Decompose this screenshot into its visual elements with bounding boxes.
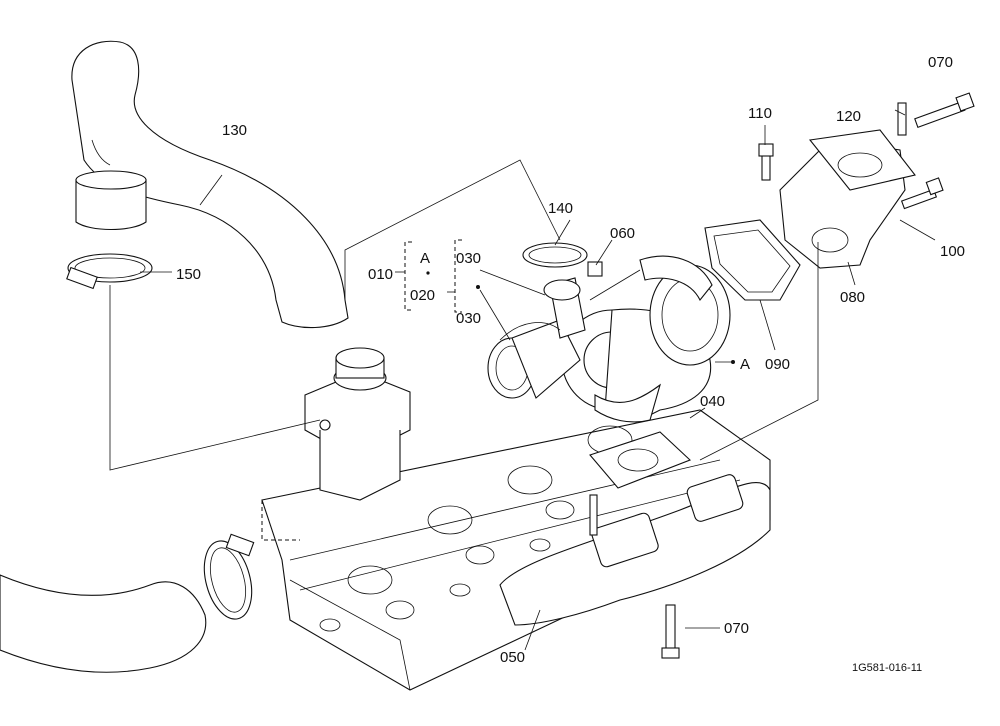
callout-090: 090	[765, 356, 790, 373]
stud-050	[589, 494, 598, 536]
gasket-040	[589, 431, 692, 489]
callout-030-upper: 030	[456, 250, 481, 267]
callout-120: 120	[836, 108, 861, 125]
bolt-070-upper	[914, 92, 975, 129]
intake-hose-130	[71, 40, 349, 329]
nut-060	[587, 261, 603, 277]
callout-080: 080	[840, 289, 865, 306]
gasket-090	[704, 219, 801, 301]
group-bracket	[395, 239, 735, 364]
callout-150: 150	[176, 266, 201, 283]
callout-140: 140	[548, 200, 573, 217]
callout-100: 100	[940, 243, 965, 260]
bolt-110	[758, 143, 774, 181]
callout-040: 040	[700, 393, 725, 410]
figure-code: 1G581-016-11	[852, 662, 922, 674]
lower-hose	[0, 533, 255, 673]
bolt-100	[900, 177, 944, 210]
callout-labels: 010 020 030 030 A A 040 050 060 070 070 …	[176, 54, 965, 674]
callout-070-lower: 070	[724, 620, 749, 637]
group-marker-a-right: A	[740, 356, 750, 373]
stud-120	[897, 102, 907, 136]
intake-housing	[304, 347, 411, 501]
callout-020: 020	[410, 287, 435, 304]
callout-050: 050	[500, 649, 525, 666]
hose-clamp-150	[66, 253, 153, 290]
exhaust-elbow-080	[779, 129, 916, 269]
callout-060: 060	[610, 225, 635, 242]
reference-lines	[109, 109, 936, 651]
bolt-070-lower	[661, 604, 680, 659]
callout-130: 130	[222, 122, 247, 139]
clamp-140	[522, 242, 588, 268]
group-marker-a-top: A	[420, 250, 430, 267]
callout-070-upper: 070	[928, 54, 953, 71]
callout-110: 110	[748, 105, 772, 122]
callout-030-lower: 030	[456, 310, 481, 327]
callout-010: 010	[368, 266, 393, 283]
head-ports	[319, 425, 633, 632]
turbocharger-020	[487, 255, 731, 423]
exhaust-manifold	[499, 474, 771, 626]
